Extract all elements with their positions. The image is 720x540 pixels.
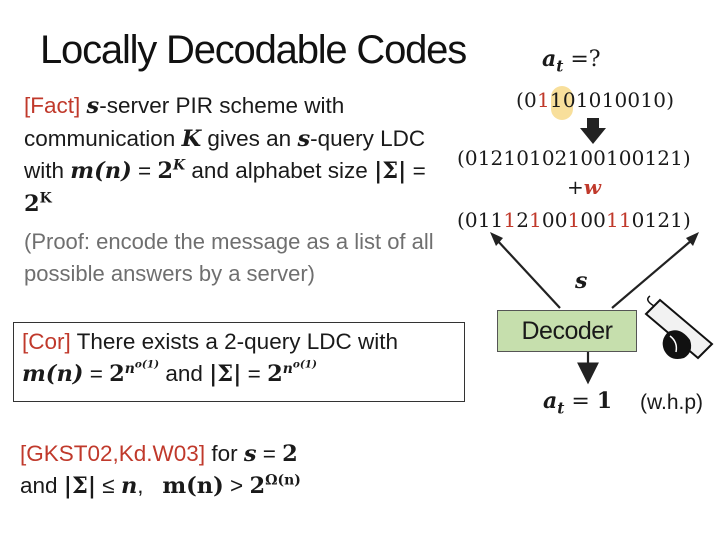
fact-eq: =	[131, 158, 158, 183]
corrupted-string: (01112100100110121)	[457, 208, 691, 232]
arrowhead-right	[686, 232, 699, 246]
cor-exp-n2: n	[282, 360, 293, 377]
proof-text: (Proof: encode the message as a list of …	[24, 229, 434, 286]
decoder-box: Decoder	[497, 310, 637, 352]
cor-text-1: There exists a 2-query LDC with	[70, 329, 398, 354]
arrow-right-to-decoder	[611, 239, 693, 309]
cor-sigma: |Σ|	[209, 361, 242, 387]
var-s-diagram: s	[575, 268, 588, 294]
corollary-paragraph: [Cor] There exists a 2-query LDC with m(…	[22, 326, 462, 390]
gkst-sigma: |Σ|	[63, 473, 97, 499]
gkst-s: s	[243, 441, 257, 467]
fact-two: 2	[157, 158, 174, 184]
var-w: w	[583, 175, 601, 199]
query-t: t	[556, 57, 564, 76]
gkst-le: ≤	[96, 473, 121, 498]
gkst-eq: =	[256, 441, 283, 466]
fact-sigma: |Σ|	[374, 158, 407, 184]
var-K: K	[181, 125, 202, 152]
cor-exp: no(1)	[124, 357, 160, 377]
query-label: at =?	[542, 46, 601, 75]
fact-text-4: and alphabet size	[185, 158, 375, 183]
result-a: a	[543, 388, 558, 414]
plus-sign: +	[567, 175, 584, 199]
gkst-text-1: for	[205, 441, 244, 466]
cor-two-2: 2	[267, 361, 283, 387]
result-eq: =	[564, 389, 597, 414]
corrupted-seg-4: 00	[541, 208, 568, 232]
corrupted-seg-6: 00	[580, 208, 607, 232]
fact-text-3: -query LDC with	[24, 125, 426, 184]
cor-two: 2	[109, 361, 125, 387]
arrowhead-left	[490, 232, 503, 246]
fact-text-2: gives an	[201, 125, 298, 151]
lower-bound-paragraph: [GKST02,Kd.W03] for s = 2 and |Σ| ≤ n, m…	[20, 438, 460, 502]
gkst-two-2: 2	[249, 473, 266, 499]
corrupted-seg-0: (011	[457, 208, 504, 232]
corrupted-seg-7: 1	[606, 208, 619, 232]
gkst-tag: [GKST02,Kd.W03]	[20, 441, 206, 466]
corollary-box	[13, 322, 465, 402]
cw-part-4: 01010010)	[562, 88, 675, 112]
gkst-mn: m(n)	[162, 473, 224, 499]
cw-part-3: 1	[549, 88, 563, 112]
fact-text-1: -server PIR scheme with communication	[24, 93, 345, 151]
query-q: =?	[563, 47, 601, 72]
fact-paragraph: [Fact] s-server PIR scheme with communic…	[24, 90, 434, 220]
cor-exp-n: n	[124, 360, 135, 377]
cor-exp-o1: o(1)	[134, 357, 160, 370]
result-one: 1	[596, 388, 613, 414]
cor-tag: [Cor]	[22, 329, 71, 354]
gkst-text-2: and	[20, 473, 64, 498]
cor-eq-2: =	[241, 361, 268, 386]
fact-two-2: 2	[24, 190, 40, 217]
highlight-marker	[551, 86, 573, 120]
fact-exp-K: K	[173, 157, 186, 174]
cor-text-2: and	[165, 361, 210, 386]
gkst-gt: >	[223, 473, 250, 498]
gkst-comma: ,	[137, 473, 144, 498]
corrupted-seg-1: 1	[503, 208, 517, 232]
corrupted-seg-2: 2	[516, 208, 530, 232]
whp-label: (w.h.p)	[640, 391, 704, 414]
fact-exp-K2: K	[39, 190, 52, 206]
result-t: t	[557, 399, 565, 418]
corrupted-seg-9: 0121)	[631, 208, 691, 232]
page-title: Locally Decodable Codes	[40, 28, 467, 72]
block-arrow-down	[580, 118, 606, 144]
cor-eq: =	[83, 361, 110, 386]
gkst-n: n	[120, 473, 138, 499]
cor-exp-o1-2: o(1)	[292, 357, 317, 370]
pir-answers-string: (01210102100100121)	[457, 146, 691, 170]
arrow-left-to-decoder	[496, 239, 561, 309]
query-a: a	[542, 46, 557, 72]
fact-eq-2: =	[406, 158, 426, 183]
cw-part-1: (0	[516, 88, 537, 112]
corrupted-seg-8: 1	[618, 208, 632, 232]
fact-tag: [Fact]	[24, 93, 81, 118]
gkst-exp: Ω(n)	[265, 472, 301, 489]
decoder-output: at = 1	[543, 388, 612, 417]
var-s2: s	[297, 125, 311, 152]
corrupted-seg-5: 1	[567, 208, 581, 232]
gkst-two: 2	[282, 441, 298, 467]
var-mn: m(n)	[70, 158, 132, 184]
var-s: s	[86, 93, 100, 119]
cor-mn: m(n)	[22, 361, 84, 387]
s-label: s	[575, 268, 587, 294]
hand-pen-icon	[644, 295, 714, 360]
codeword-string: (01101010010)	[516, 88, 674, 112]
cw-part-2: 1	[536, 88, 550, 112]
corrupted-seg-3: 1	[529, 208, 542, 232]
plus-w: +w	[567, 175, 601, 199]
cor-exp-2: no(1)	[282, 357, 317, 377]
